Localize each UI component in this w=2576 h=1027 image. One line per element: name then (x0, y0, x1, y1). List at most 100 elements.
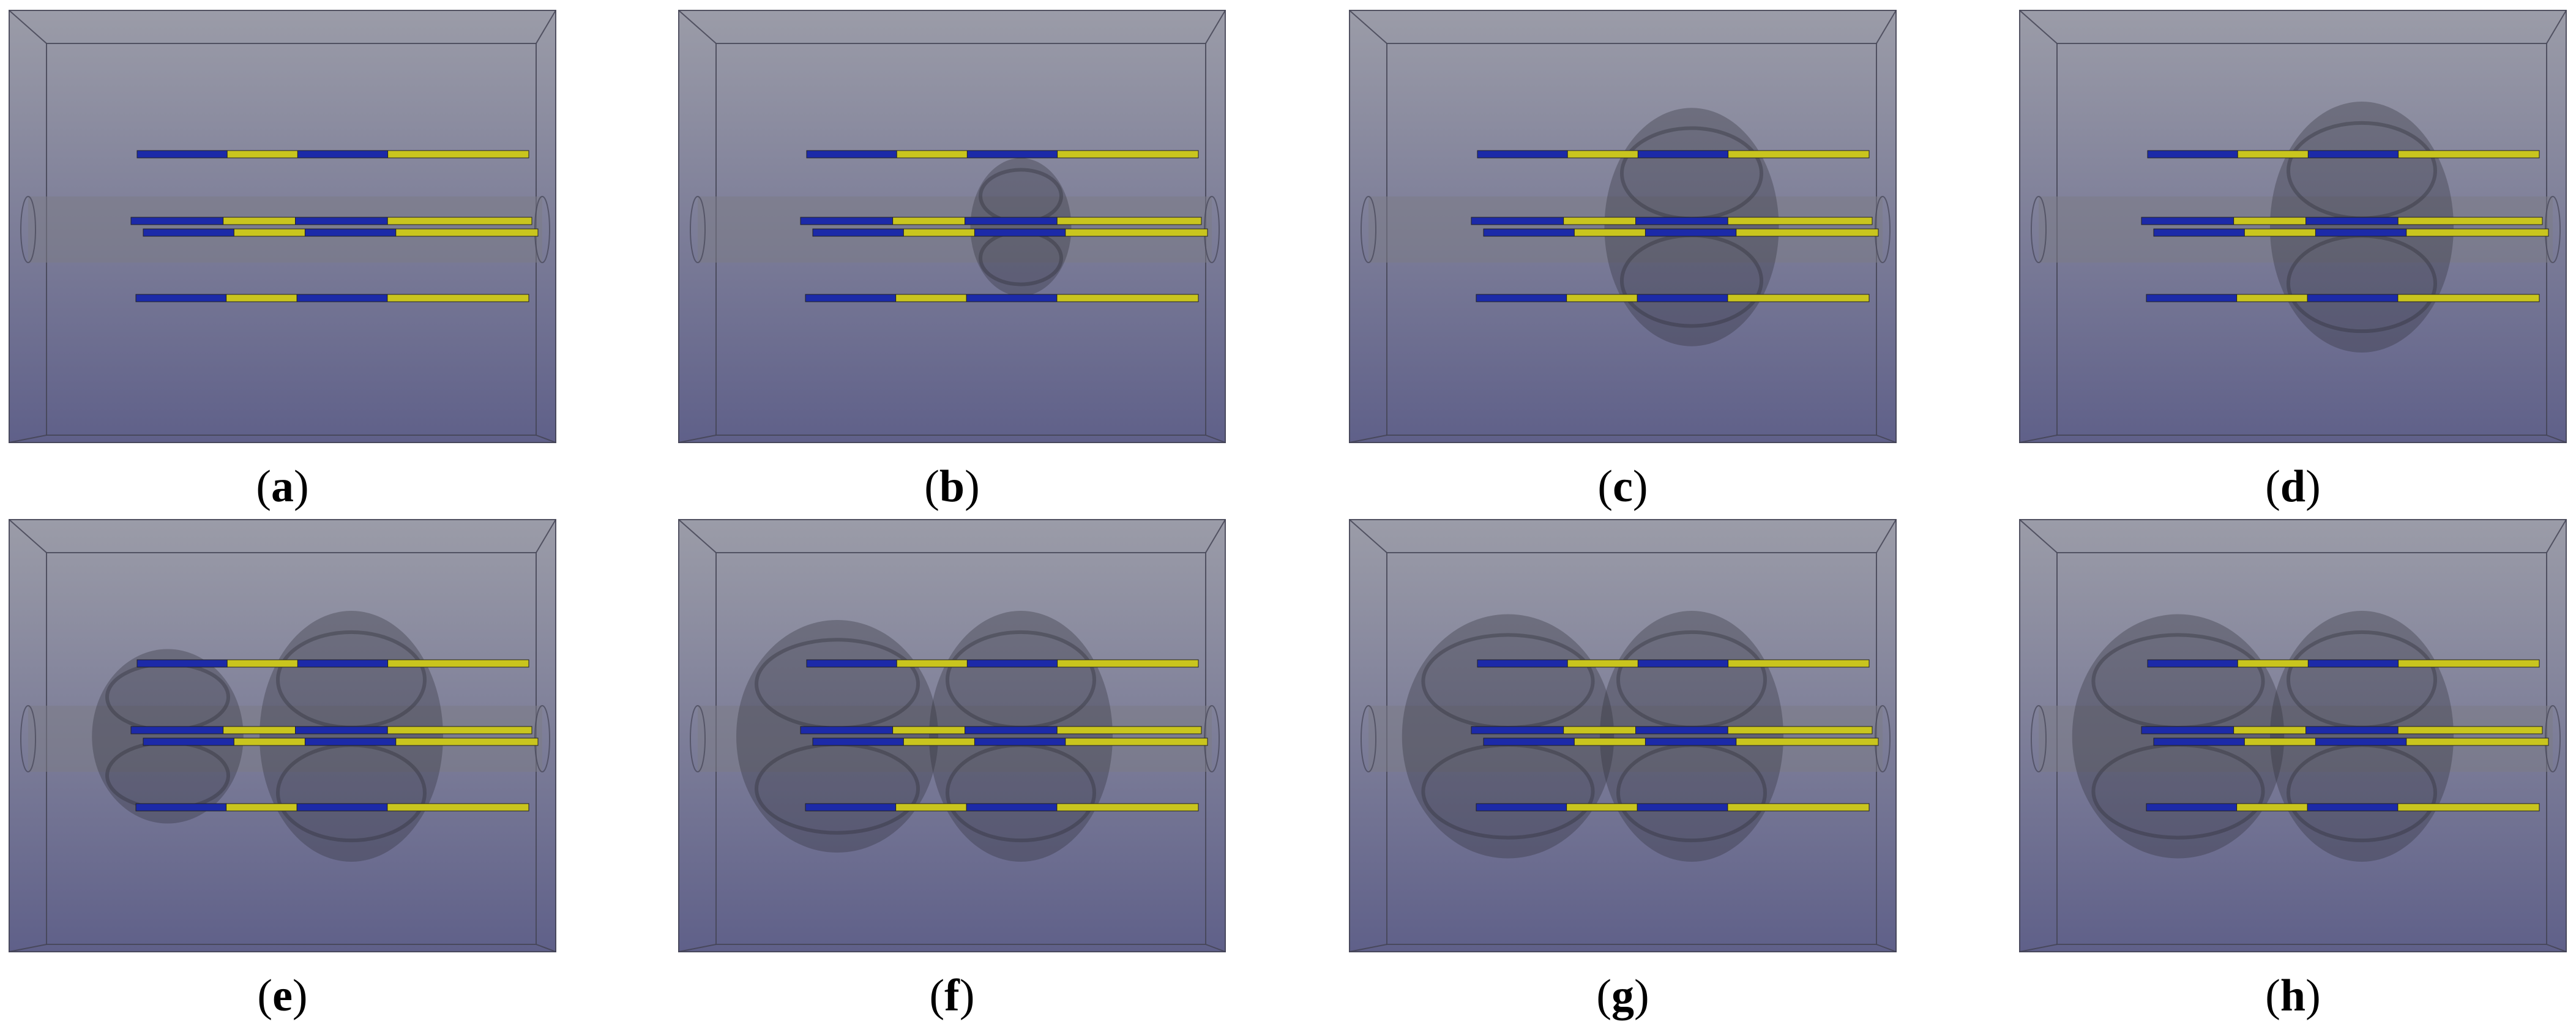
panel-b-image (678, 10, 1226, 443)
panel-f-svg (678, 519, 1226, 952)
electrode-row-4-blue-segment (1637, 294, 1728, 302)
box-corner-edge (1205, 10, 1226, 44)
electrode-row-4-yellow-segment (895, 803, 967, 812)
electrode-row-2-yellow-segment (892, 217, 966, 225)
panel-g-label: g (1611, 971, 1634, 1021)
box-corner-edge (2019, 435, 2058, 443)
electrode-row-3-yellow-segment (1736, 228, 1879, 237)
electrode-row-1-blue-segment (2147, 659, 2238, 668)
box-outer-edge (2019, 10, 2567, 443)
electrode-row-4-yellow-segment (2397, 294, 2540, 302)
box-corner-edge (2019, 519, 2058, 553)
box-corner-edge (2546, 10, 2567, 44)
electrode-row-1-yellow-segment (1057, 659, 1199, 668)
electrode-row-1-yellow-segment (2398, 150, 2540, 159)
electrode-row-2-blue-segment (1635, 217, 1728, 225)
panel-e-label: e (272, 971, 293, 1021)
electrode-row-1-blue-segment (1637, 150, 1729, 159)
box-corner-edge (9, 519, 47, 553)
electrode-row-3-blue-segment (974, 738, 1066, 746)
electrode-row-4-yellow-segment (1056, 294, 1199, 302)
electrode-row-2-yellow-segment (223, 726, 296, 734)
borehole-end (2031, 196, 2047, 263)
box-outer-edge (9, 10, 556, 443)
electrode-row-1-blue-segment (1477, 659, 1568, 668)
box-corner-edge (2546, 519, 2567, 553)
box-corner-edge (678, 435, 717, 443)
gas-plume-primary (929, 611, 1113, 862)
electrode-row-2-blue-segment (965, 217, 1058, 225)
panel-c-label: c (1613, 461, 1633, 512)
electrode-row-4-blue-segment (805, 294, 897, 302)
box-corner-edge (2019, 944, 2058, 952)
panel-g-caption: (g) (1596, 971, 1649, 1021)
electrode-row-2-yellow-segment (1727, 726, 1873, 734)
electrode-row-1-yellow-segment (1567, 150, 1638, 159)
electrode-row-2-blue-segment (800, 726, 894, 734)
panel-b-caption: (b) (924, 461, 980, 512)
electrode-row-1-blue-segment (1477, 150, 1568, 159)
borehole-end (2031, 705, 2047, 772)
panel-d-svg (2019, 10, 2567, 443)
electrode-row-3-yellow-segment (1574, 738, 1646, 746)
box-corner-edge (678, 519, 717, 553)
electrode-row-2-blue-segment (1471, 217, 1564, 225)
electrode-row-2-blue-segment (1471, 726, 1564, 734)
box-corner-edge (9, 435, 47, 443)
box-corner-edge (1876, 435, 1897, 443)
panel-e-image (9, 519, 556, 952)
panel-a-svg (9, 10, 556, 443)
electrode-row-3-blue-segment (974, 228, 1066, 237)
box-outer-edge (678, 519, 1226, 952)
electrode-row-4-yellow-segment (226, 294, 297, 302)
gas-plume-primary (259, 611, 443, 862)
electrode-row-3-yellow-segment (1736, 738, 1879, 746)
box-corner-edge (1349, 10, 1387, 44)
electrode-row-3-blue-segment (1645, 228, 1737, 237)
electrode-row-1-blue-segment (1637, 659, 1729, 668)
electrode-row-4-blue-segment (135, 294, 227, 302)
electrode-row-1-yellow-segment (226, 150, 298, 159)
box-outer-edge (9, 519, 556, 952)
box-outer-edge (678, 10, 1226, 443)
gas-plume-primary (970, 158, 1072, 296)
electrode-row-1-blue-segment (136, 659, 228, 668)
electrode-row-1-yellow-segment (2237, 150, 2309, 159)
box-corner-edge (1205, 435, 1226, 443)
electrode-row-3-blue-segment (304, 228, 397, 237)
panel-g-svg (1349, 519, 1897, 952)
box-corner-edge (1876, 944, 1897, 952)
electrode-row-4-yellow-segment (387, 803, 529, 812)
electrode-row-3-yellow-segment (233, 228, 305, 237)
panel-h-svg (2019, 519, 2567, 952)
electrode-row-4-blue-segment (1476, 803, 1567, 812)
electrode-row-2-blue-segment (1635, 726, 1728, 734)
electrode-row-3-yellow-segment (903, 738, 975, 746)
panel-e-svg (9, 519, 556, 952)
electrode-row-3-yellow-segment (2244, 228, 2316, 237)
electrode-row-1-yellow-segment (2237, 659, 2309, 668)
electrode-row-3-blue-segment (304, 738, 397, 746)
gas-plume-primary (1600, 611, 1783, 862)
electrode-row-4-yellow-segment (1727, 294, 1870, 302)
electrode-row-4-yellow-segment (2236, 803, 2308, 812)
gas-plume-primary (2270, 611, 2454, 862)
electrode-row-3-yellow-segment (395, 738, 539, 746)
electrode-row-2-blue-segment (295, 217, 388, 225)
electrode-row-1-yellow-segment (1728, 659, 1870, 668)
box-corner-edge (9, 10, 47, 44)
electrode-row-3-blue-segment (2153, 228, 2245, 237)
electrode-row-4-yellow-segment (895, 294, 967, 302)
electrode-row-2-yellow-segment (1056, 217, 1202, 225)
electrode-row-2-yellow-segment (2233, 726, 2307, 734)
panel-d-caption: (d) (2265, 461, 2321, 512)
borehole-end (20, 196, 36, 263)
gas-plume-secondary (736, 620, 938, 853)
panel-f-label: f (944, 971, 960, 1021)
box-corner-edge (1349, 519, 1387, 553)
panel-a-label: a (271, 461, 294, 512)
electrode-row-3-yellow-segment (1065, 228, 1208, 237)
gas-plume-primary (2270, 102, 2454, 353)
box-corner-edge (1349, 944, 1387, 952)
panel-b-svg (678, 10, 1226, 443)
